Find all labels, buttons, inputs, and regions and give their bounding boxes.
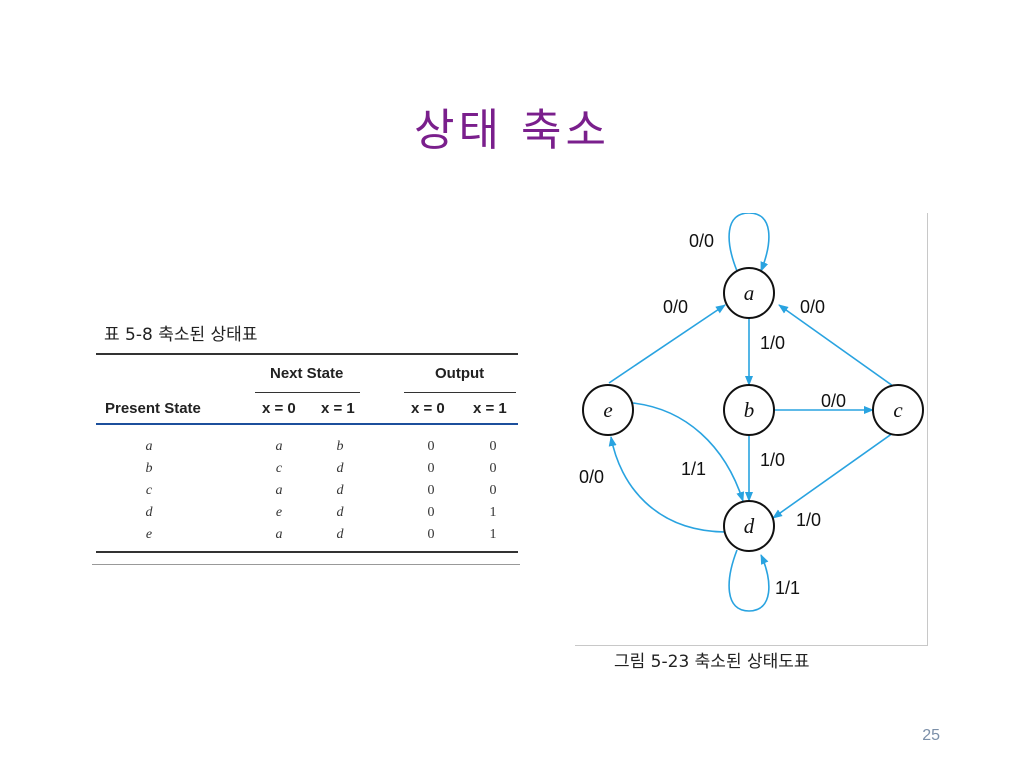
- state-label-a: a: [744, 281, 755, 305]
- edge-label-d-self: 1/1: [775, 578, 800, 598]
- header-output: Output: [435, 365, 485, 382]
- subheader-next-x1: x = 1: [321, 400, 355, 417]
- edge-label-b-to-d: 1/0: [760, 450, 785, 470]
- edge-a-self: [728, 213, 770, 272]
- edge-d-to-e: [608, 436, 726, 533]
- table-header-rule: [96, 423, 518, 425]
- table-cell: d: [336, 461, 344, 476]
- state-node-d: [723, 500, 775, 552]
- table-cell: b: [336, 439, 344, 454]
- edge-label-b-to-c: 0/0: [821, 391, 846, 411]
- state-label-b: b: [744, 398, 755, 422]
- table-caption: 표 5-8 축소된 상태표: [104, 325, 258, 345]
- table-cell: a: [275, 527, 283, 542]
- table-cell: d: [145, 505, 153, 520]
- table-cell: e: [145, 527, 153, 542]
- state-label-d: d: [744, 514, 755, 538]
- state-node-b: [723, 384, 775, 436]
- header-next-state: Next State: [270, 365, 344, 382]
- edge-label-e-to-d: 1/1: [681, 459, 706, 479]
- edge-label-a-self: 0/0: [689, 231, 714, 251]
- header-present-state: Present State: [105, 400, 201, 417]
- state-node-e: [582, 384, 634, 436]
- table-cell: d: [336, 527, 344, 542]
- page-number: 25: [922, 727, 940, 744]
- table-cell: d: [336, 483, 344, 498]
- edge-label-c-to-d: 1/0: [796, 510, 821, 530]
- table-cell: a: [275, 483, 283, 498]
- edge-c-to-d: [772, 432, 894, 519]
- edge-e-to-a: [608, 304, 726, 384]
- state-label-c: c: [893, 398, 903, 422]
- table-cell: a: [275, 439, 283, 454]
- edge-d-self: [728, 549, 770, 612]
- edge-e-to-d: [632, 402, 745, 502]
- table-cell: 0: [427, 505, 435, 520]
- state-node-a: [723, 267, 775, 319]
- edge-c-to-a: [778, 304, 894, 387]
- subheader-next-x0: x = 0: [262, 400, 296, 417]
- figure-caption: 그림 5-23 축소된 상태도표: [614, 652, 810, 672]
- table-cell: d: [336, 505, 344, 520]
- subheader-out-x1: x = 1: [473, 400, 507, 417]
- table-cell: 1: [489, 505, 497, 520]
- subheader-out-x0: x = 0: [411, 400, 445, 417]
- edge-label-c-to-a: 0/0: [800, 297, 825, 317]
- table-cell: c: [145, 483, 153, 498]
- edge-label-e-to-a: 0/0: [663, 297, 688, 317]
- edge-label-a-to-b: 1/0: [760, 333, 785, 353]
- state-node-c: [872, 384, 924, 436]
- table-cell: 1: [489, 527, 497, 542]
- table-cell: 0: [427, 461, 435, 476]
- next-state-underline: [255, 392, 360, 393]
- state-diagram-svg: a b c d e 0/0 0/0 0/0 1/0 0/0 1/0 1/1 0/…: [579, 213, 924, 612]
- state-table: Next State Output Present State x = 0 x …: [92, 350, 520, 565]
- table-cell: 0: [489, 461, 497, 476]
- slide-title: 상태 축소: [414, 105, 610, 156]
- state-diagram: a b c d e 0/0 0/0 0/0 1/0 0/0 1/0 1/1 0/…: [575, 213, 928, 646]
- table-cell: e: [275, 505, 283, 520]
- table-cell: 0: [489, 483, 497, 498]
- table-cell: 0: [427, 483, 435, 498]
- table-cell: b: [145, 461, 153, 476]
- edge-label-d-to-e: 0/0: [579, 467, 604, 487]
- table-top-rule: [96, 353, 518, 355]
- table-bottom-rule: [96, 551, 518, 553]
- table-cell: 0: [427, 527, 435, 542]
- table-cell: c: [275, 461, 283, 476]
- table-cell: 0: [489, 439, 497, 454]
- table-cell: a: [145, 439, 153, 454]
- table-cell: 0: [427, 439, 435, 454]
- state-label-e: e: [603, 398, 612, 422]
- output-underline: [404, 392, 516, 393]
